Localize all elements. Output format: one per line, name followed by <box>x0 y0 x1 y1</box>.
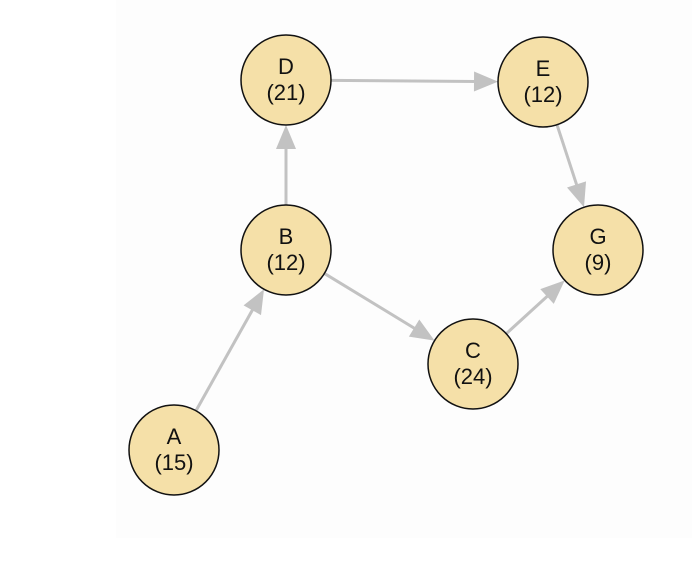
edge-line <box>555 124 579 187</box>
node-value: (24) <box>453 364 492 389</box>
node-D: D(21) <box>240 34 332 126</box>
edge-B-C <box>323 272 435 341</box>
node-name: D <box>278 54 294 79</box>
node-name: B <box>279 224 294 249</box>
nodes-layer: A(15)B(12)C(24)D(21)E(12)G(9) <box>128 34 644 496</box>
edge-E-G <box>555 124 587 208</box>
node-circle <box>128 404 220 496</box>
edge-A-B <box>194 289 265 412</box>
node-name: C <box>465 338 481 363</box>
edge-arrowhead <box>276 125 296 149</box>
edge-line <box>505 294 550 335</box>
node-circle <box>240 204 332 296</box>
edge-line <box>323 272 417 331</box>
edge-arrowhead <box>243 289 265 316</box>
node-name: E <box>536 56 551 81</box>
edge-line <box>330 78 477 83</box>
node-circle <box>240 34 332 126</box>
node-value: (21) <box>266 80 305 105</box>
edge-arrowhead <box>408 319 435 341</box>
edge-arrowhead <box>540 280 565 304</box>
edge-C-G <box>505 280 565 335</box>
node-value: (12) <box>266 250 305 275</box>
node-value: (12) <box>523 82 562 107</box>
node-E: E(12) <box>497 36 589 128</box>
node-value: (15) <box>154 450 193 475</box>
node-C: C(24) <box>427 318 519 410</box>
edge-arrowhead <box>473 71 499 92</box>
edges-layer <box>194 71 587 412</box>
edge-D-E <box>330 71 499 92</box>
node-circle <box>497 36 589 128</box>
node-value: (9) <box>585 250 612 275</box>
node-name: A <box>167 424 182 449</box>
node-G: G(9) <box>552 204 644 296</box>
node-A: A(15) <box>128 404 220 496</box>
edge-B-D <box>276 125 296 205</box>
node-B: B(12) <box>240 204 332 296</box>
node-circle <box>552 204 644 296</box>
edge-arrowhead <box>567 181 587 208</box>
node-name: G <box>589 224 606 249</box>
edge-line <box>194 307 255 412</box>
node-circle <box>427 318 519 410</box>
